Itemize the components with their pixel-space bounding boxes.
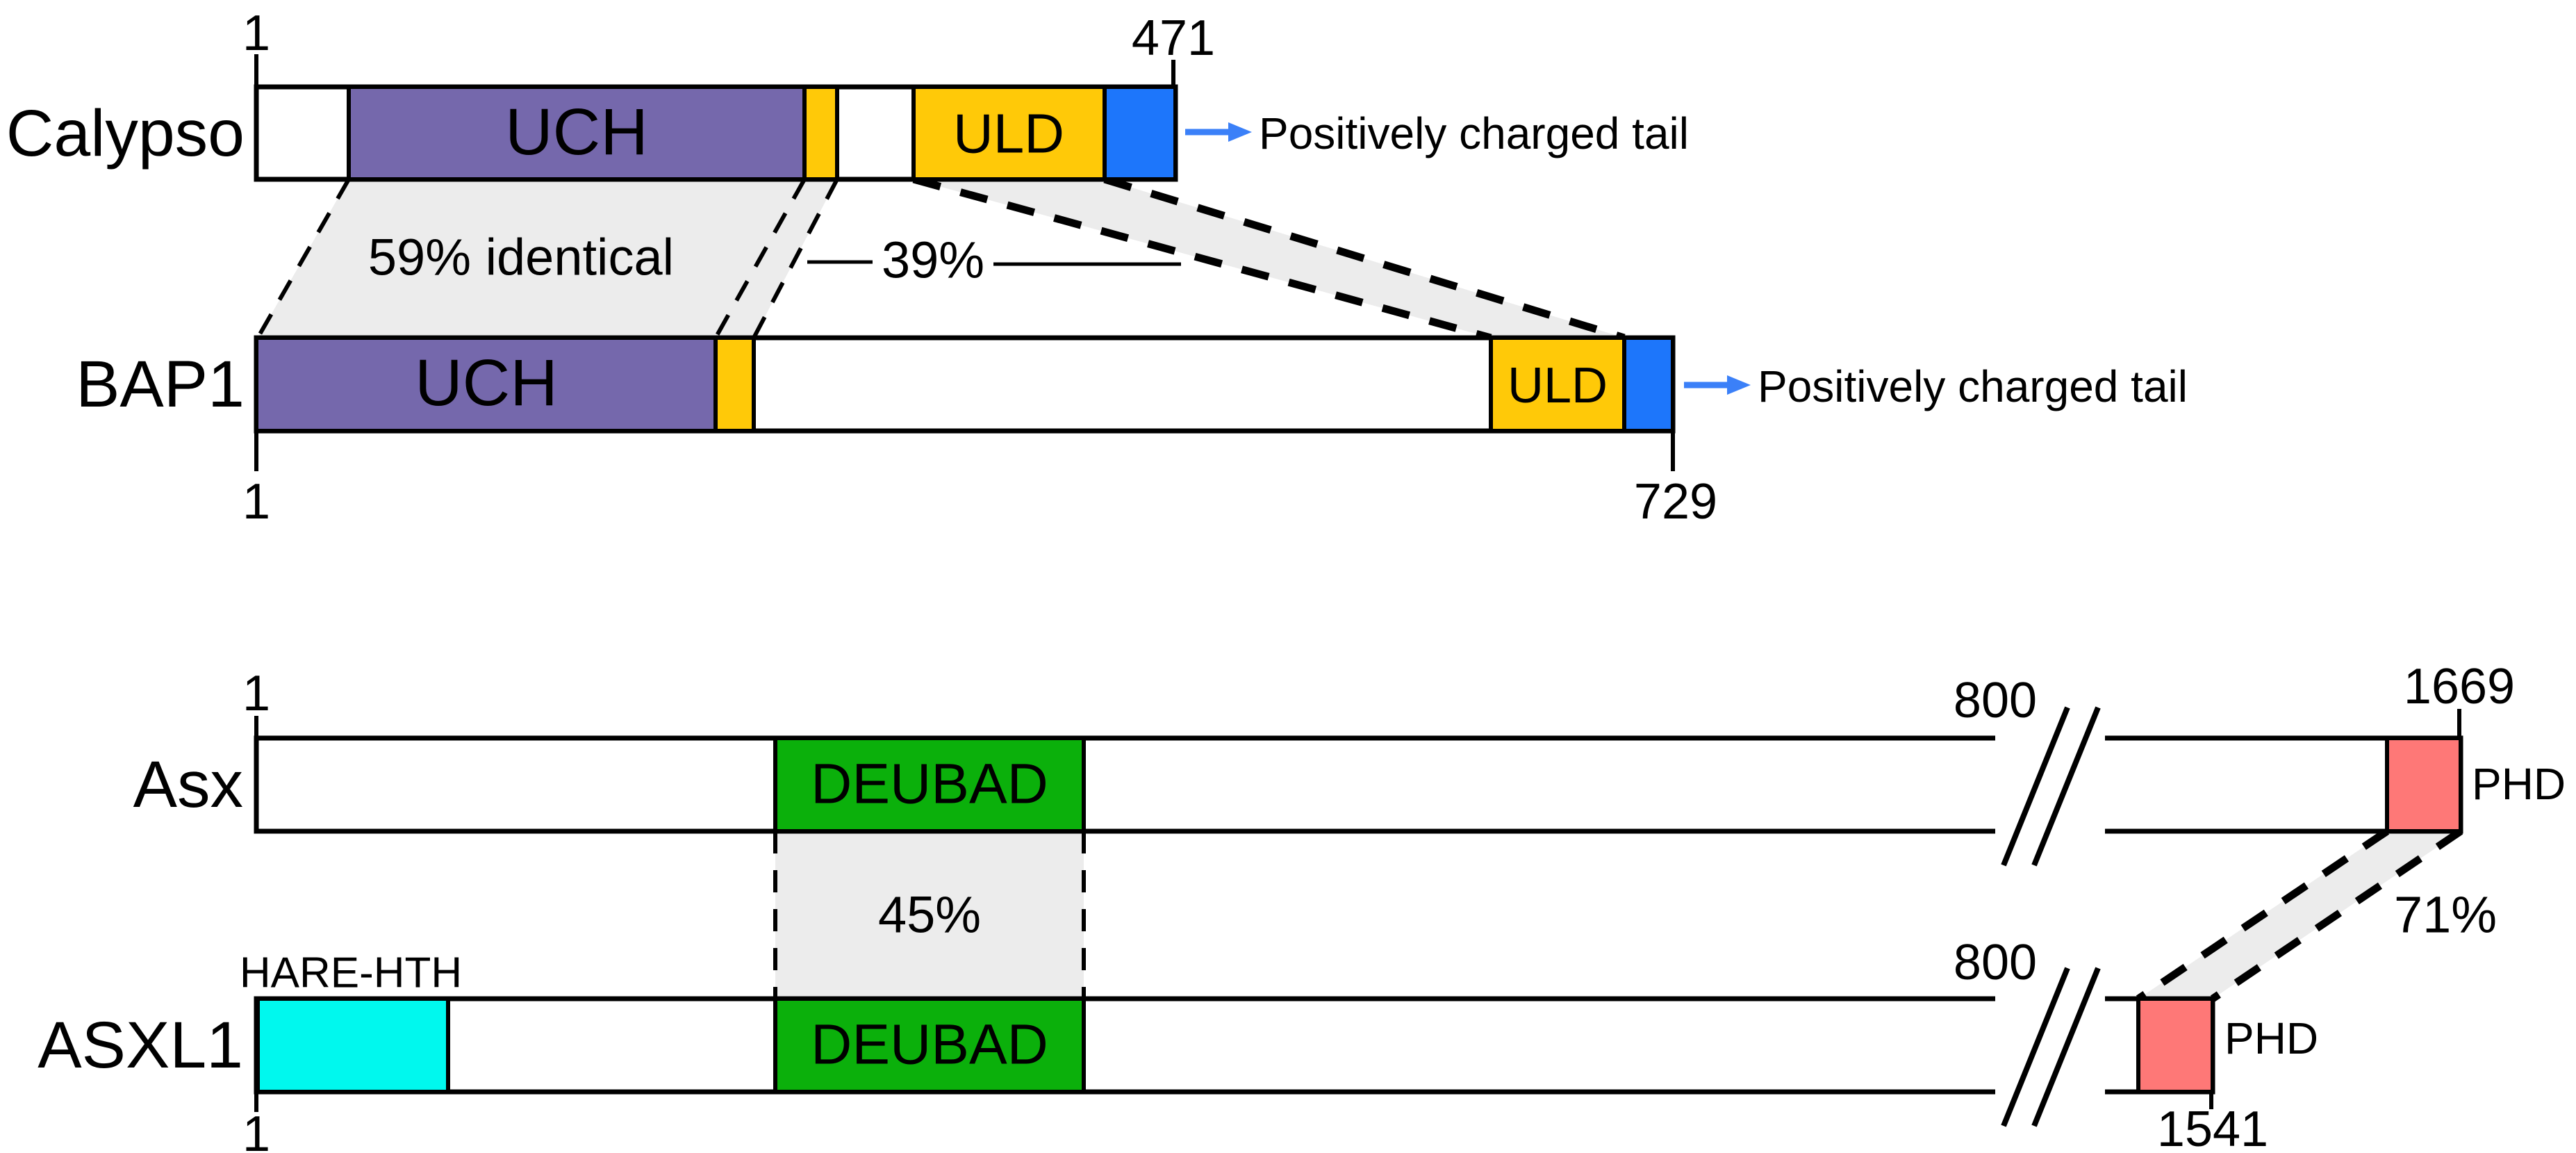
phd-connector-dash-left <box>2136 828 2390 1002</box>
uch-identity-label: 59% identical <box>368 229 674 286</box>
calypso-linker-segment <box>802 85 839 181</box>
cterm-identity-annotation: 39% <box>807 231 1181 289</box>
calypso-uch-domain <box>347 85 807 181</box>
asx-deubad-text: DEUBAD <box>811 753 1048 816</box>
asx-bar-segment1 <box>254 735 1995 834</box>
bap1-start-number: 1 <box>242 474 270 530</box>
asxl1-phd-label: PHD <box>2224 1013 2318 1063</box>
uch-connector-fill <box>258 179 837 338</box>
asxl1-end-number: 1541 <box>2157 1102 2268 1153</box>
bap1-uld-text: ULD <box>1508 358 1608 414</box>
asxl1-start-number: 1 <box>242 1106 270 1153</box>
phd-identity-connector <box>2136 828 2463 1002</box>
asxl1-break-slash-1 <box>2001 967 2070 1127</box>
bap1-uch-text: UCH <box>415 346 558 420</box>
phd-connector-fill <box>2138 831 2461 999</box>
asxl1-bar-segment1 <box>254 996 1995 1095</box>
uch-identity-connector <box>256 178 839 339</box>
calypso-uch-text: UCH <box>505 95 648 169</box>
asx-deubad-domain <box>773 736 1086 833</box>
phd-identity-label: 71% <box>2394 886 2497 944</box>
asx-label: Asx <box>133 748 243 821</box>
calypso-tail-label: Positively charged tail <box>1259 108 1689 158</box>
bap1-tail-label: Positively charged tail <box>1758 361 2188 411</box>
bap1-uch-domain <box>254 336 718 433</box>
asxl1-break-number: 800 <box>1954 935 2037 990</box>
bap1-tail-arrow-icon <box>1727 375 1751 395</box>
deubad-connector-fill <box>775 831 1084 999</box>
bap1-tail-annotation: Positively charged tail <box>1684 361 2188 411</box>
asx-break-slash-1 <box>2001 706 2070 867</box>
linker-connector-dash-left <box>713 178 807 339</box>
uld-identity-connector <box>912 175 1626 342</box>
calypso-tail-segment <box>1103 85 1178 181</box>
uld-connector-fill <box>914 179 1624 338</box>
cterm-identity-label: 39% <box>882 231 984 289</box>
asxl1-deubad-text: DEUBAD <box>811 1013 1048 1077</box>
calypso-label: Calypso <box>6 97 245 170</box>
calypso-tail-annotation: Positively charged tail <box>1185 108 1689 158</box>
asx-start-number: 1 <box>242 666 270 721</box>
calypso-row: Calypso UCH ULD 1 471 Positively charged… <box>6 6 1689 182</box>
calypso-tail-arrow-icon <box>1228 122 1252 142</box>
asxl1-deubad-domain <box>773 997 1086 1094</box>
asxl1-hare-hth-label: HARE-HTH <box>240 949 462 997</box>
uld-connector-dash-left <box>912 175 1492 342</box>
uch-connector-dash-left <box>256 178 351 339</box>
asxl1-row: ASXL1 HARE-HTH DEUBAD PHD 800 1 1541 <box>38 935 2318 1153</box>
bap1-end-number: 729 <box>1634 474 1717 530</box>
calypso-end-number: 471 <box>1132 10 1215 66</box>
bap1-uld-domain <box>1489 336 1626 433</box>
bap1-row: BAP1 UCH ULD 1 729 Positively charged ta… <box>76 335 2188 530</box>
asx-end-number: 1669 <box>2404 659 2515 714</box>
asxl1-break-slash-2 <box>2031 967 2101 1127</box>
bap1-label: BAP1 <box>76 347 245 421</box>
asx-break-slash-2 <box>2031 706 2101 867</box>
uld-connector-dash-right <box>1103 175 1626 342</box>
asx-phd-label: PHD <box>2472 759 2566 809</box>
asxl1-hare-hth-domain <box>256 997 450 1094</box>
asxl1-phd-domain <box>2136 997 2215 1094</box>
calypso-start-number: 1 <box>242 6 270 61</box>
deubad-identity-label: 45% <box>878 886 981 944</box>
deubad-identity-connector <box>773 831 1086 999</box>
asxl1-break-icon <box>2001 967 2101 1127</box>
asx-break-icon <box>2001 706 2101 867</box>
calypso-uld-text: ULD <box>953 103 1064 165</box>
bap1-linker-segment <box>713 336 756 433</box>
phd-connector-dash-right <box>2210 828 2463 1002</box>
linker-connector-dash-right <box>752 178 839 339</box>
asx-break-number: 800 <box>1954 673 2037 728</box>
asx-row: Asx DEUBAD PHD 800 1 1669 <box>133 659 2566 867</box>
asxl1-label: ASXL1 <box>38 1008 243 1082</box>
bap1-tail-segment <box>1622 336 1675 433</box>
asx-phd-domain <box>2385 736 2463 833</box>
